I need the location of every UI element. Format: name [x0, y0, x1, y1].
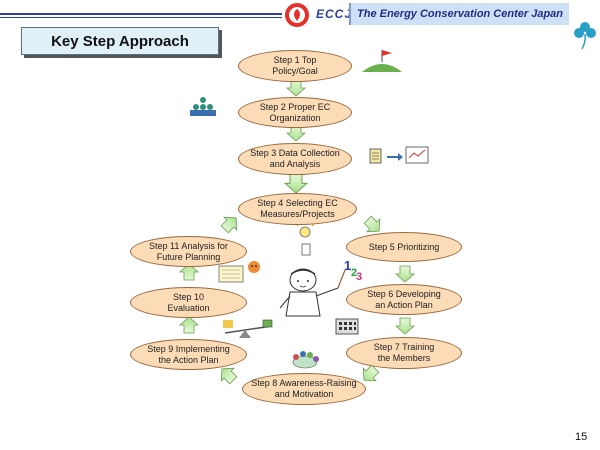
- calculator-icon: [335, 318, 359, 335]
- svg-text:3: 3: [356, 271, 362, 283]
- arrow-1-2: [285, 79, 307, 97]
- svg-text:2: 2: [351, 267, 357, 279]
- step-10: Step 10 Evaluation: [130, 287, 247, 318]
- arrow-4-5: [363, 215, 381, 233]
- step-3-label: Step 3 Data Collection and Analysis: [250, 148, 340, 169]
- step-8-label: Step 8 Awareness-Raising and Motivation: [251, 378, 357, 399]
- people-org-icon: [190, 97, 216, 116]
- flag-hill-icon: [362, 50, 402, 72]
- arrow-5-6: [394, 265, 416, 283]
- step-3: Step 3 Data Collection and Analysis: [238, 143, 352, 175]
- arrow-9-10: [178, 316, 200, 334]
- lightbulb-icon: [295, 220, 315, 256]
- step-9-label: Step 9 Implementing the Action Plan: [147, 343, 230, 365]
- step-6: Step 6 Developing an Action Plan: [346, 284, 462, 315]
- step-10-label: Step 10 Evaluation: [167, 291, 210, 313]
- teacher-character-icon: 1 2 3: [279, 258, 362, 317]
- page-title-text: Key Step Approach: [51, 32, 189, 50]
- balance-icon: [223, 319, 273, 338]
- step-5-label: Step 5 Prioritizing: [368, 241, 440, 252]
- step-2-label: Step 2 Proper EC Organization: [259, 101, 331, 123]
- arrow-10-11: [178, 263, 200, 281]
- org-abbrev: ECCJ: [316, 7, 353, 21]
- org-name: The Energy Conservation Center Japan: [357, 8, 563, 20]
- step-9: Step 9 Implementing the Action Plan: [130, 339, 247, 370]
- step-6-label: Step 6 Developing an Action Plan: [367, 288, 441, 310]
- step-11-label: Step 11 Analysis for Future Planning: [149, 240, 228, 262]
- step-1-label: Step 1 Top Policy/Goal: [272, 55, 318, 76]
- documents-icon: [218, 261, 260, 283]
- page-title: Key Step Approach: [21, 27, 219, 55]
- header-rule-thin: [0, 17, 282, 18]
- step-2: Step 2 Proper EC Organization: [238, 97, 352, 128]
- step-11: Step 11 Analysis for Future Planning: [130, 236, 247, 267]
- step-7-label: Step 7 Training the Members: [373, 342, 435, 363]
- arrow-3-4: [283, 173, 309, 194]
- arrow-8-9: [220, 367, 238, 385]
- arrow-7-8: [362, 364, 380, 382]
- arrow-11-4: [220, 216, 238, 234]
- org-name-banner: The Energy Conservation Center Japan: [349, 3, 569, 25]
- logo-icon: [285, 3, 309, 27]
- step-4: Step 4 Selecting EC Measures/Projects: [238, 193, 357, 225]
- clover-icon: [574, 22, 596, 50]
- step-4-label: Step 4 Selecting EC Measures/Projects: [257, 198, 338, 219]
- page-number: 15: [575, 431, 588, 443]
- step-8: Step 8 Awareness-Raising and Motivation: [242, 373, 366, 405]
- header-rule: [0, 13, 282, 15]
- step-5: Step 5 Prioritizing: [346, 232, 462, 262]
- step-1: Step 1 Top Policy/Goal: [238, 50, 352, 82]
- group-icon: [292, 351, 319, 369]
- svg-text:1: 1: [344, 258, 351, 273]
- arrow-6-7: [394, 317, 416, 335]
- step-7: Step 7 Training the Members: [346, 337, 462, 369]
- data-chart-icon: [369, 146, 429, 164]
